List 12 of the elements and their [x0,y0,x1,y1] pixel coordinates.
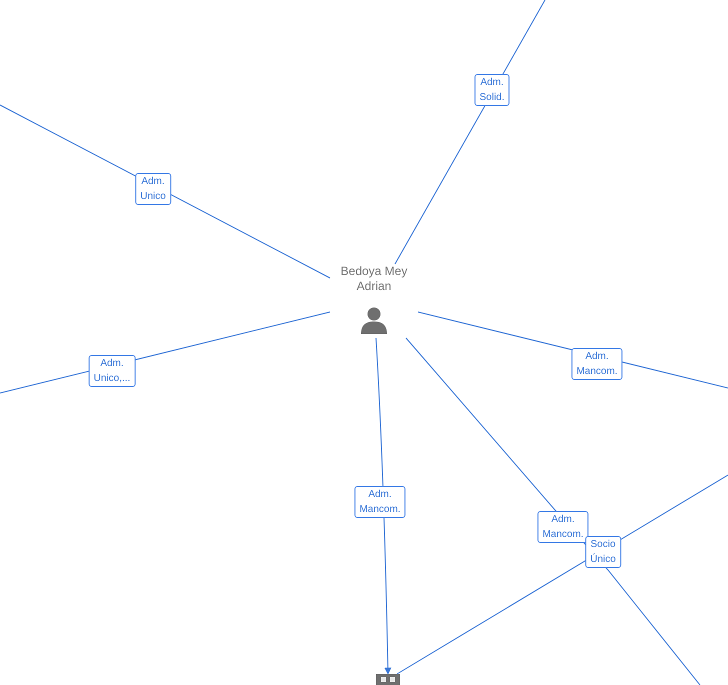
edge-label: Adm. Unico,... [88,355,136,387]
connector-line [396,474,728,674]
person-name: Bedoya Mey Adrian [340,264,408,294]
edge-label: Adm. Solid. [474,74,510,106]
connector-line [394,0,546,264]
arrow [376,338,392,675]
edge-label: Adm. Mancom. [354,486,406,518]
edge-label: Socio Único [585,536,621,568]
edge-label: Adm. Unico [135,173,171,205]
edge-label: Adm. Mancom. [537,511,589,543]
connector-line [0,104,330,278]
edge-label: Adm. Mancom. [571,348,623,380]
